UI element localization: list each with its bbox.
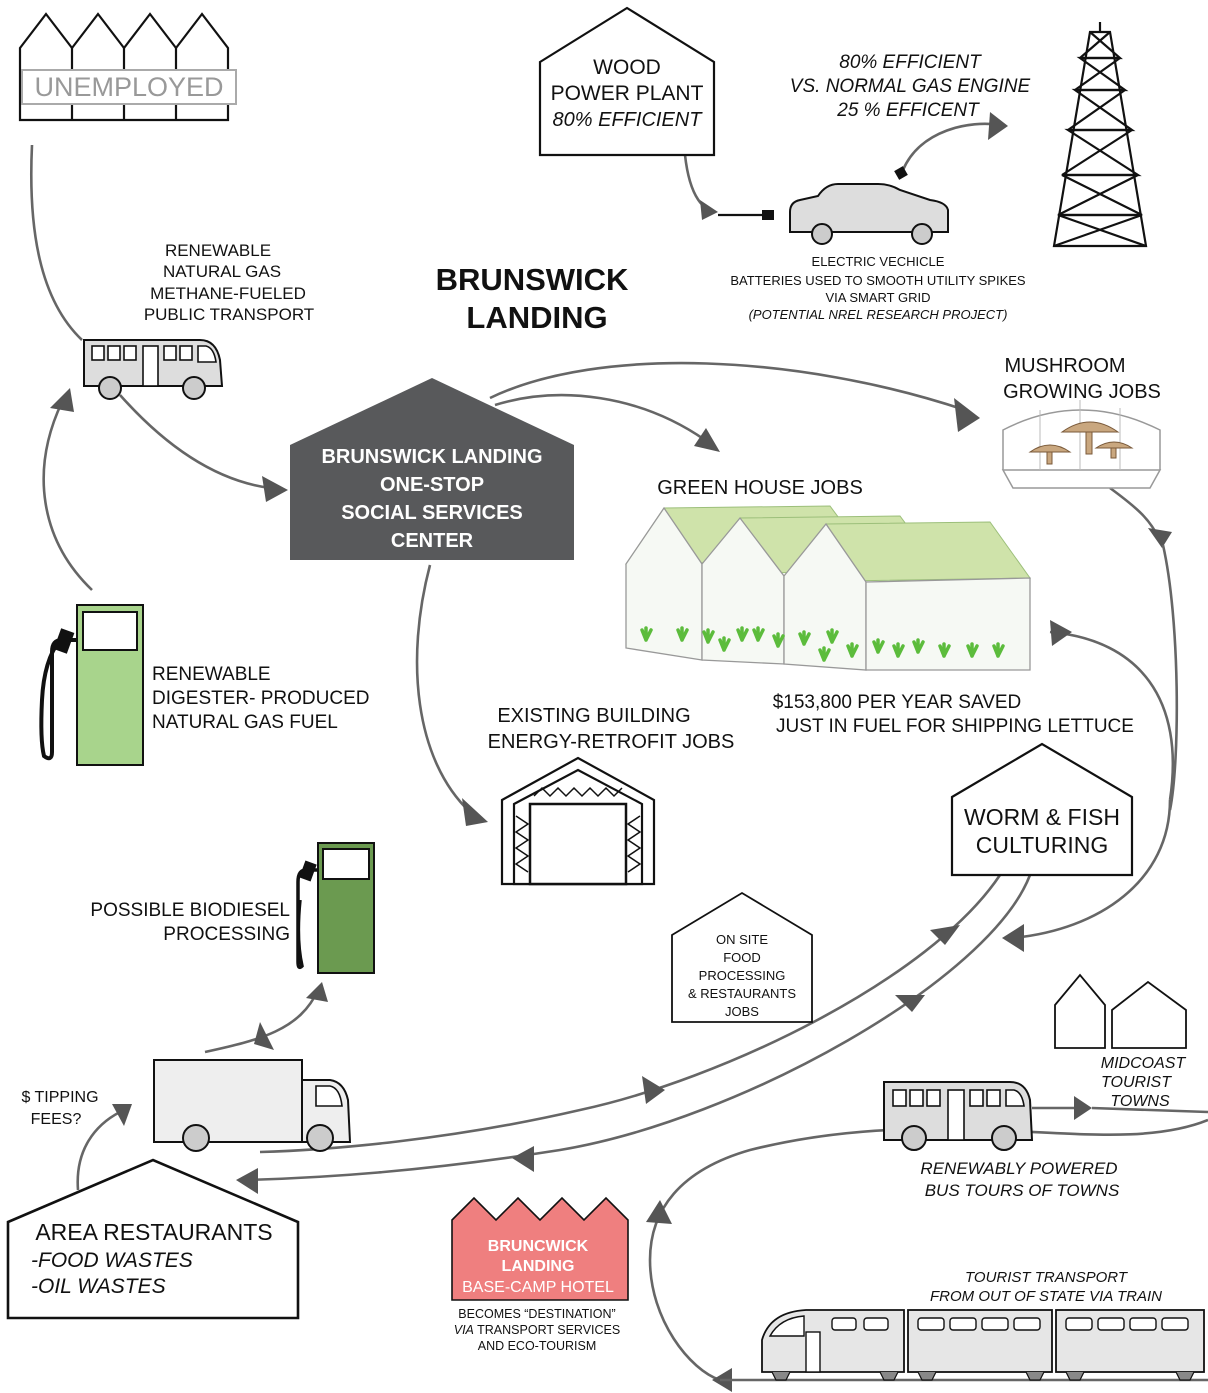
center-line2: ONE-STOP bbox=[380, 474, 484, 496]
worm-fish-line2: CULTURING bbox=[976, 832, 1108, 858]
unemployed-houses: UNEMPLOYED bbox=[18, 12, 237, 122]
methane-bus-icon bbox=[83, 339, 224, 400]
digester-line1: RENEWABLE bbox=[152, 664, 271, 685]
bus-tours-line2: BUS TOURS OF TOWNS bbox=[925, 1181, 1120, 1200]
hotel-line2: LANDING bbox=[502, 1258, 575, 1275]
mushroom-line2: GROWING JOBS bbox=[1003, 381, 1161, 403]
restaurants-line1: AREA RESTAURANTS bbox=[35, 1219, 272, 1245]
pt-line3: METHANE-FUELED bbox=[150, 284, 306, 303]
savings-line1: $153,800 PER YEAR SAVED bbox=[773, 692, 1022, 713]
worm-fish-building: WORM & FISH CULTURING bbox=[950, 742, 1134, 877]
center-line1: BRUNSWICK LANDING bbox=[321, 446, 542, 468]
area-restaurants-building: AREA RESTAURANTS -FOOD WASTES -OIL WASTE… bbox=[6, 1158, 300, 1320]
ev-line3: VIA SMART GRID bbox=[826, 290, 931, 305]
electric-vehicle-caption: ELECTRIC VECHICLE BATTERIES USED TO SMOO… bbox=[730, 254, 1026, 322]
public-transport-caption: RENEWABLE NATURAL GAS METHANE-FUELED PUB… bbox=[144, 241, 314, 324]
greenhouse-label: GREEN HOUSE JOBS bbox=[657, 477, 863, 499]
title-line2: LANDING bbox=[466, 300, 607, 335]
unemployed-label: UNEMPLOYED bbox=[34, 72, 223, 102]
retrofit-line2: ENERGY-RETROFIT JOBS bbox=[488, 731, 735, 753]
hotel-line3: BASE-CAMP HOTEL bbox=[462, 1279, 614, 1296]
retrofit-building-icon bbox=[500, 756, 656, 886]
biodiesel-line1: POSSIBLE BIODIESEL bbox=[90, 900, 290, 921]
tour-bus-icon bbox=[883, 1081, 1034, 1151]
lettuce-plants bbox=[640, 626, 1005, 662]
ev-line1: ELECTRIC VECHICLE bbox=[812, 254, 945, 269]
hotel-line1: BRUNCWICK bbox=[488, 1238, 589, 1255]
wood-plant-line3: 80% EFFICIENT bbox=[553, 109, 704, 131]
tourist-transport-line2: FROM OUT OF STATE VIA TRAIN bbox=[930, 1288, 1162, 1305]
destination-line1: BECOMES “DESTINATION” bbox=[458, 1307, 615, 1321]
tipping-line2: FEES? bbox=[31, 1111, 82, 1128]
restaurants-line3: -OIL WASTES bbox=[31, 1275, 166, 1298]
food-processing-building: ON SITE FOOD PROCESSING & RESTAURANTS JO… bbox=[671, 891, 813, 1023]
midcoast-line2: TOURIST bbox=[1101, 1074, 1172, 1091]
savings-line2: JUST IN FUEL FOR SHIPPING LETTUCE bbox=[776, 716, 1134, 737]
transmission-tower-icon bbox=[1052, 22, 1148, 248]
pt-line1: RENEWABLE bbox=[165, 241, 271, 260]
pt-line2: NATURAL GAS bbox=[163, 262, 281, 281]
efficiency-note: 80% EFFICIENT VS. NORMAL GAS ENGINE 25 %… bbox=[790, 52, 1031, 121]
mushroom-dome-icon bbox=[1001, 400, 1162, 489]
digester-fuel-pump-icon bbox=[39, 604, 144, 766]
tipping-line1: $ TIPPING bbox=[21, 1089, 98, 1106]
food-line4: & RESTAURANTS bbox=[688, 986, 796, 1001]
efficiency-line3: 25 % EFFICENT bbox=[836, 100, 980, 121]
midcoast-line1: MIDCOAST bbox=[1101, 1055, 1187, 1072]
digester-line2: DIGESTER- PRODUCED bbox=[152, 688, 369, 709]
center-line3: SOCIAL SERVICES bbox=[341, 502, 523, 524]
biodiesel-line2: PROCESSING bbox=[163, 924, 290, 945]
restaurants-line2: -FOOD WASTES bbox=[31, 1249, 193, 1272]
bus-tours-line1: RENEWABLY POWERED bbox=[920, 1159, 1117, 1178]
midcoast-houses-icon bbox=[1054, 973, 1187, 1049]
efficiency-line1: 80% EFFICIENT bbox=[839, 52, 982, 73]
truck-icon bbox=[153, 1059, 352, 1152]
base-camp-hotel: BRUNCWICK LANDING BASE-CAMP HOTEL bbox=[451, 1196, 629, 1301]
flow-arrows bbox=[29, 112, 1208, 1392]
ev-line2: BATTERIES USED TO SMOOTH UTILITY SPIKES bbox=[730, 273, 1026, 288]
destination-line3: AND ECO-TOURISM bbox=[478, 1339, 597, 1353]
title-line1: BRUNSWICK bbox=[436, 262, 629, 297]
midcoast-line3: TOWNS bbox=[1110, 1093, 1170, 1110]
greenhouse-icon bbox=[625, 505, 1031, 671]
efficiency-line2: VS. NORMAL GAS ENGINE bbox=[790, 76, 1031, 97]
wood-plant-line1: WOOD bbox=[593, 56, 661, 79]
retrofit-line1: EXISTING BUILDING bbox=[497, 705, 690, 727]
wood-power-plant: WOOD POWER PLANT 80% EFFICIENT bbox=[538, 6, 716, 157]
electric-car-icon bbox=[762, 166, 949, 245]
food-line3: PROCESSING bbox=[699, 968, 786, 983]
ev-line4: (POTENTIAL NREL RESEARCH PROJECT) bbox=[749, 307, 1008, 322]
food-line5: JOBS bbox=[725, 1004, 759, 1019]
digester-line3: NATURAL GAS FUEL bbox=[152, 712, 338, 733]
wood-plant-line2: POWER PLANT bbox=[551, 82, 704, 105]
train-icon bbox=[761, 1309, 1205, 1381]
destination-line2: VIA TRANSPORT SERVICES bbox=[454, 1323, 621, 1337]
tourist-transport-line1: TOURIST TRANSPORT bbox=[965, 1269, 1129, 1286]
biodiesel-pump-icon bbox=[296, 842, 375, 974]
pt-line4: PUBLIC TRANSPORT bbox=[144, 305, 314, 324]
food-line1: ON SITE bbox=[716, 932, 768, 947]
worm-fish-line1: WORM & FISH bbox=[964, 804, 1120, 830]
center-line4: CENTER bbox=[391, 530, 474, 552]
social-services-center: BRUNSWICK LANDING ONE-STOP SOCIAL SERVIC… bbox=[290, 378, 574, 560]
mushroom-line1: MUSHROOM bbox=[1004, 355, 1125, 377]
food-line2: FOOD bbox=[723, 950, 761, 965]
